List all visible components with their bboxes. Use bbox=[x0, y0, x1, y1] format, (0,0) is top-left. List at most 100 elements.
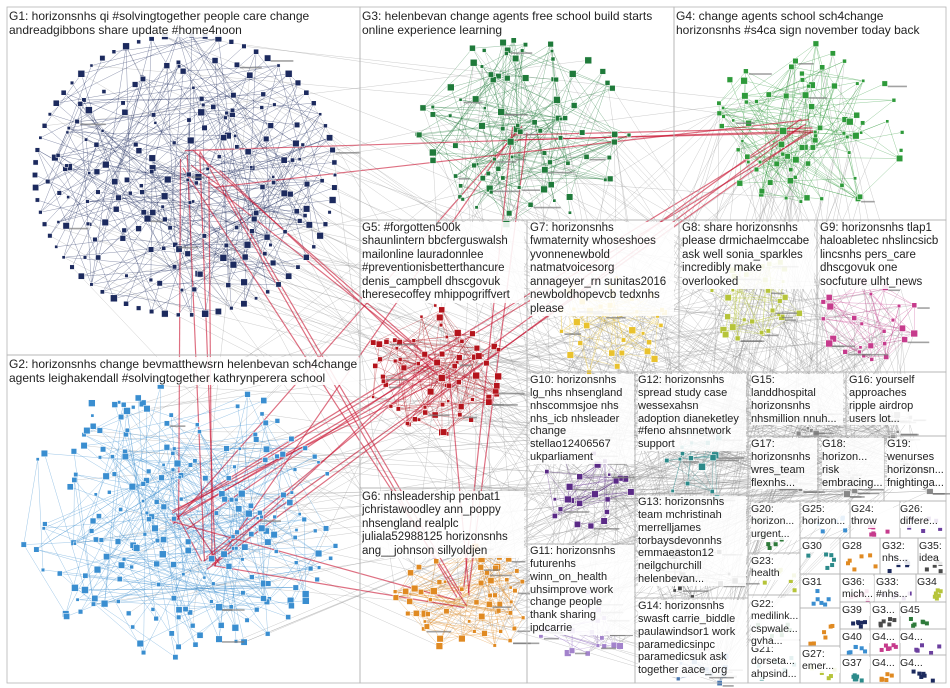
network-node bbox=[868, 292, 873, 297]
network-node bbox=[515, 123, 521, 128]
network-node bbox=[646, 339, 652, 346]
network-node bbox=[111, 401, 119, 408]
group-edge bbox=[136, 447, 306, 549]
group-edge bbox=[37, 149, 166, 314]
network-node bbox=[187, 609, 193, 616]
network-node bbox=[435, 642, 444, 650]
group-edge bbox=[242, 394, 248, 560]
network-node bbox=[238, 490, 246, 498]
network-node bbox=[510, 154, 515, 159]
network-node bbox=[292, 584, 299, 591]
network-node bbox=[726, 76, 733, 83]
network-node bbox=[861, 78, 866, 83]
strong-edge bbox=[171, 123, 807, 514]
group-edge bbox=[395, 341, 463, 362]
group-edge bbox=[390, 401, 489, 407]
group-label-g10: G10: horizonsnhs lg_nhs nhsengland nhsco… bbox=[530, 374, 634, 465]
network-node bbox=[201, 102, 206, 107]
network-node bbox=[469, 44, 476, 52]
group-edge bbox=[67, 132, 166, 314]
network-node bbox=[481, 630, 488, 637]
network-node bbox=[799, 77, 805, 83]
group-edge bbox=[36, 456, 126, 550]
group-edge bbox=[174, 438, 292, 449]
network-node bbox=[511, 625, 517, 631]
network-node bbox=[845, 134, 850, 140]
network-node bbox=[96, 427, 103, 434]
network-node bbox=[202, 575, 207, 580]
group-edge bbox=[125, 400, 264, 457]
network-node bbox=[492, 643, 497, 648]
network-node bbox=[863, 649, 868, 654]
network-node bbox=[552, 513, 558, 519]
network-node bbox=[280, 156, 288, 164]
group-edge bbox=[261, 519, 305, 529]
group-edge bbox=[481, 558, 524, 618]
group-edge bbox=[148, 518, 237, 549]
group-edge bbox=[417, 50, 553, 135]
group-edge bbox=[433, 590, 485, 634]
network-node bbox=[831, 557, 836, 562]
group-edge bbox=[98, 196, 165, 258]
node-tag bbox=[543, 637, 559, 640]
network-node bbox=[240, 300, 248, 308]
node-tag bbox=[612, 476, 626, 479]
edge bbox=[266, 236, 681, 589]
network-node bbox=[303, 205, 311, 213]
network-node bbox=[520, 48, 525, 53]
network-node bbox=[858, 624, 863, 629]
network-node bbox=[293, 208, 300, 215]
edge bbox=[441, 309, 556, 517]
node-tag bbox=[169, 425, 186, 427]
network-node bbox=[124, 427, 130, 433]
network-node bbox=[517, 128, 524, 135]
network-node bbox=[907, 525, 912, 530]
network-node bbox=[599, 68, 606, 75]
network-node bbox=[234, 529, 240, 535]
network-node bbox=[670, 488, 675, 493]
group-edge bbox=[513, 40, 518, 126]
group-edge bbox=[102, 291, 219, 312]
group-edge bbox=[153, 35, 179, 115]
network-node bbox=[784, 153, 791, 160]
network-node bbox=[479, 175, 486, 182]
network-node bbox=[140, 76, 146, 82]
network-node bbox=[825, 339, 833, 348]
network-node bbox=[719, 123, 725, 129]
group-edge bbox=[125, 448, 240, 452]
network-node bbox=[499, 39, 507, 47]
network-node bbox=[211, 57, 219, 64]
group-edge bbox=[719, 85, 835, 114]
network-node bbox=[230, 92, 237, 99]
network-node bbox=[229, 261, 238, 269]
network-node bbox=[77, 609, 84, 615]
network-node bbox=[885, 646, 890, 651]
group-edge bbox=[573, 308, 613, 354]
group-edge bbox=[418, 363, 461, 415]
network-node bbox=[891, 643, 896, 648]
network-node bbox=[664, 458, 670, 464]
group-edge bbox=[863, 355, 887, 358]
network-node bbox=[595, 643, 601, 648]
network-node bbox=[820, 299, 826, 305]
group-edge bbox=[164, 219, 310, 226]
network-node bbox=[759, 330, 765, 336]
network-node bbox=[47, 233, 53, 239]
network-node bbox=[698, 463, 706, 471]
network-node bbox=[496, 601, 503, 608]
node-tag bbox=[861, 200, 875, 203]
network-node bbox=[579, 129, 586, 136]
group-edge bbox=[543, 71, 604, 190]
network-node bbox=[531, 119, 538, 126]
group-label-g27: G27: emer... bbox=[802, 648, 840, 673]
network-node bbox=[228, 604, 234, 610]
network-node bbox=[740, 139, 745, 143]
network-node bbox=[260, 595, 267, 602]
network-node bbox=[405, 610, 411, 617]
network-node bbox=[233, 134, 238, 138]
network-node bbox=[149, 169, 155, 175]
network-node bbox=[448, 113, 453, 118]
network-node bbox=[550, 56, 556, 62]
network-node bbox=[120, 401, 127, 408]
group-edge bbox=[141, 65, 279, 193]
